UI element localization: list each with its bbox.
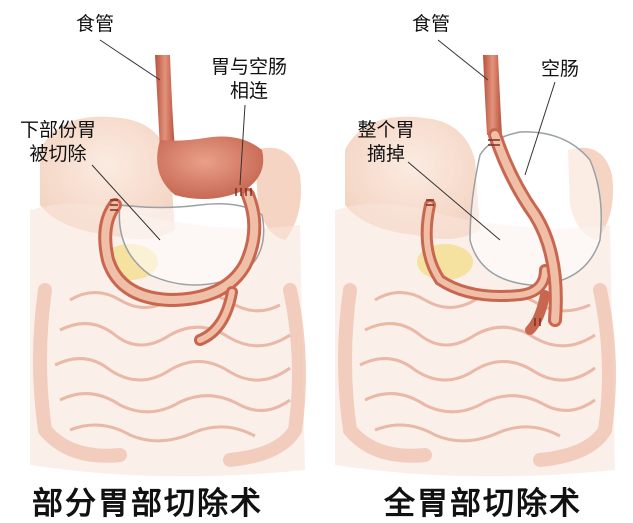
left-illustration (30, 40, 305, 476)
right-removed-label-line2: 摘掉 (350, 142, 422, 166)
left-resected-label-line1: 下部份胃 (12, 118, 104, 142)
left-resected-label-line2: 被切除 (12, 142, 104, 166)
left-anastomosis-label-line2: 相连 (204, 79, 294, 103)
right-esophagus-label: 食管 (412, 12, 450, 36)
right-illustration (335, 40, 615, 476)
right-removed-label: 整个胃 摘掉 (350, 118, 422, 166)
right-panel-title: 全胃部切除术 (384, 478, 582, 523)
left-esophagus-leader (100, 40, 160, 80)
right-esophagus (483, 55, 502, 135)
right-jejunum-label: 空肠 (541, 57, 579, 81)
right-esophagus-leader (438, 40, 488, 80)
left-resected-label: 下部份胃 被切除 (12, 118, 104, 166)
left-panel-title: 部分胃部切除术 (32, 478, 263, 523)
left-esophagus-label: 食管 (76, 12, 114, 36)
left-anastomosis-label-line1: 胃与空肠 (204, 55, 294, 79)
right-removed-label-line1: 整个胃 (350, 118, 422, 142)
left-anastomosis-label: 胃与空肠 相连 (204, 55, 294, 103)
left-esophagus (155, 55, 175, 150)
